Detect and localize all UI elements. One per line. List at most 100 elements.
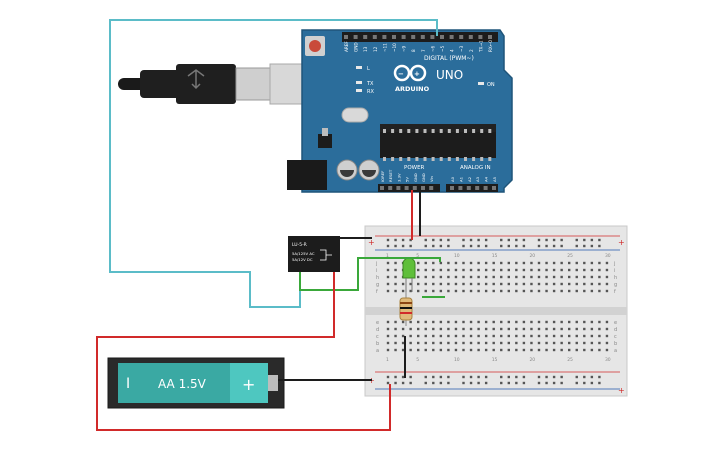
power-pin-hole[interactable] [429, 186, 434, 190]
rail-hole[interactable] [477, 238, 480, 242]
strip-hole[interactable] [447, 282, 450, 286]
strip-hole[interactable] [424, 275, 427, 279]
strip-hole[interactable] [515, 275, 518, 279]
rail-hole[interactable] [522, 381, 526, 385]
rail-hole[interactable] [424, 381, 427, 385]
rail-hole[interactable] [545, 238, 548, 242]
strip-hole[interactable] [530, 341, 533, 345]
strip-hole[interactable] [424, 282, 427, 286]
digital-pin-hole[interactable] [420, 35, 425, 39]
rail-hole[interactable] [537, 375, 541, 379]
rail-hole[interactable] [537, 238, 541, 242]
strip-hole[interactable] [500, 275, 503, 279]
rail-hole[interactable] [507, 381, 510, 385]
strip-hole[interactable] [560, 348, 563, 352]
strip-hole[interactable] [522, 348, 526, 352]
strip-hole[interactable] [568, 261, 571, 265]
rail-hole[interactable] [552, 238, 556, 242]
strip-hole[interactable] [386, 348, 390, 352]
strip-hole[interactable] [537, 282, 541, 286]
rail-hole[interactable] [590, 381, 594, 385]
strip-hole[interactable] [507, 327, 510, 331]
digital-pin-hole[interactable] [401, 35, 406, 39]
rail-hole[interactable] [500, 375, 503, 379]
strip-hole[interactable] [568, 341, 571, 345]
strip-hole[interactable] [537, 327, 541, 331]
strip-hole[interactable] [424, 320, 427, 324]
strip-hole[interactable] [583, 320, 586, 324]
strip-hole[interactable] [394, 268, 397, 272]
strip-hole[interactable] [568, 268, 571, 272]
strip-hole[interactable] [575, 268, 578, 272]
strip-hole[interactable] [401, 341, 405, 345]
rail-hole[interactable] [500, 381, 503, 385]
strip-hole[interactable] [522, 320, 526, 324]
strip-hole[interactable] [424, 334, 427, 338]
power-pin-hole[interactable] [412, 186, 417, 190]
strip-hole[interactable] [605, 282, 609, 286]
strip-hole[interactable] [484, 341, 488, 345]
strip-hole[interactable] [386, 341, 390, 345]
strip-hole[interactable] [492, 341, 495, 345]
strip-hole[interactable] [537, 289, 541, 293]
strip-hole[interactable] [454, 320, 458, 324]
rail-hole[interactable] [560, 244, 563, 248]
strip-hole[interactable] [401, 348, 405, 352]
strip-hole[interactable] [500, 268, 503, 272]
strip-hole[interactable] [492, 334, 495, 338]
strip-hole[interactable] [545, 289, 548, 293]
strip-hole[interactable] [598, 261, 601, 265]
strip-hole[interactable] [401, 320, 405, 324]
strip-hole[interactable] [560, 275, 563, 279]
strip-hole[interactable] [439, 261, 443, 265]
rail-hole[interactable] [583, 238, 586, 242]
strip-hole[interactable] [522, 268, 526, 272]
strip-hole[interactable] [409, 348, 412, 352]
strip-hole[interactable] [447, 289, 450, 293]
strip-hole[interactable] [605, 268, 609, 272]
strip-hole[interactable] [447, 320, 450, 324]
strip-hole[interactable] [545, 268, 548, 272]
rail-hole[interactable] [552, 375, 556, 379]
strip-hole[interactable] [394, 261, 397, 265]
rail-hole[interactable] [515, 381, 518, 385]
strip-hole[interactable] [500, 334, 503, 338]
strip-hole[interactable] [454, 268, 458, 272]
strip-hole[interactable] [432, 289, 435, 293]
strip-hole[interactable] [417, 282, 420, 286]
strip-hole[interactable] [432, 327, 435, 331]
strip-hole[interactable] [401, 289, 405, 293]
strip-hole[interactable] [401, 334, 405, 338]
strip-hole[interactable] [530, 282, 533, 286]
strip-hole[interactable] [552, 282, 556, 286]
rail-hole[interactable] [545, 244, 548, 248]
strip-hole[interactable] [583, 275, 586, 279]
strip-hole[interactable] [386, 282, 390, 286]
rail-hole[interactable] [424, 375, 427, 379]
strip-hole[interactable] [447, 261, 450, 265]
rail-hole[interactable] [439, 244, 443, 248]
strip-hole[interactable] [598, 275, 601, 279]
wire-green-relay-led[interactable] [299, 257, 441, 291]
strip-hole[interactable] [477, 261, 480, 265]
rail-hole[interactable] [409, 238, 412, 242]
strip-hole[interactable] [417, 341, 420, 345]
rail-hole[interactable] [394, 238, 397, 242]
strip-hole[interactable] [462, 327, 465, 331]
strip-hole[interactable] [545, 261, 548, 265]
strip-hole[interactable] [583, 261, 586, 265]
strip-hole[interactable] [545, 275, 548, 279]
strip-hole[interactable] [409, 289, 412, 293]
strip-hole[interactable] [462, 282, 465, 286]
rail-hole[interactable] [469, 244, 473, 248]
strip-hole[interactable] [417, 320, 420, 324]
strip-hole[interactable] [484, 289, 488, 293]
strip-hole[interactable] [394, 348, 397, 352]
analog-pin-hole[interactable] [450, 186, 454, 190]
strip-hole[interactable] [447, 341, 450, 345]
rail-hole[interactable] [507, 375, 510, 379]
strip-hole[interactable] [386, 320, 390, 324]
strip-hole[interactable] [447, 327, 450, 331]
strip-hole[interactable] [515, 289, 518, 293]
strip-hole[interactable] [439, 348, 443, 352]
